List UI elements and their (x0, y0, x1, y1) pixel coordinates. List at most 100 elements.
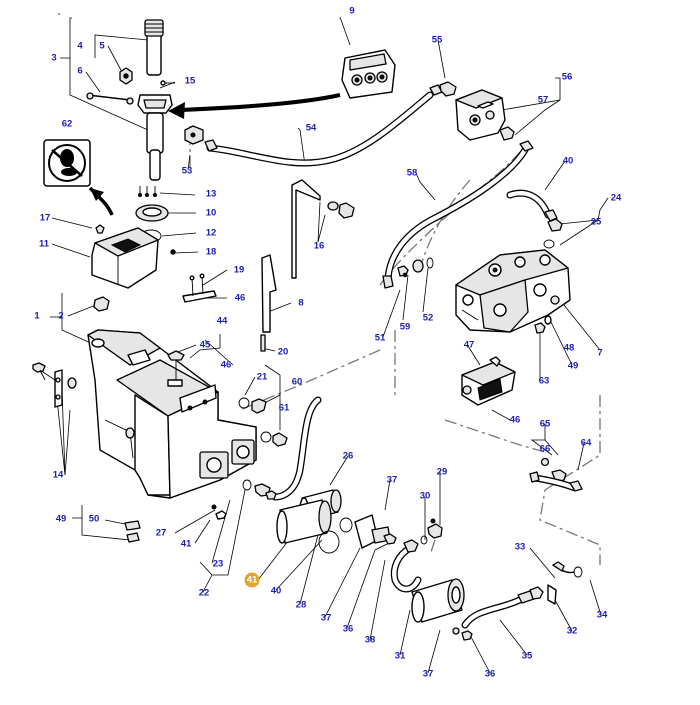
pressure-hose-60 (382, 140, 534, 289)
callout-label[interactable]: 54 (306, 123, 317, 134)
callout-label[interactable]: 30 (420, 491, 431, 502)
callout-label[interactable]: 66 (540, 444, 551, 455)
callout-label[interactable]: 19 (234, 265, 245, 276)
callout-label[interactable]: 23 (213, 559, 224, 570)
callout-label[interactable]: 37 (423, 669, 434, 680)
callout-label[interactable]: 51 (375, 333, 386, 344)
callout-label[interactable]: 37 (387, 475, 398, 486)
suction-hose-upper (271, 396, 322, 501)
solenoid-valve (461, 356, 516, 406)
callout-label[interactable]: 4 (77, 41, 83, 52)
callout-label[interactable]: 40 (563, 156, 574, 167)
filler-neck-parts (135, 186, 176, 255)
callout-label[interactable]: 9 (349, 6, 354, 17)
callout-label[interactable]: 58 (407, 168, 418, 179)
callout-label[interactable]: 27 (156, 528, 167, 539)
callout-label[interactable]: 17 (40, 213, 51, 224)
callout-label[interactable]: 16 (314, 241, 325, 252)
callout-label[interactable]: 21 (257, 372, 268, 383)
callout-label[interactable]: 64 (581, 438, 592, 449)
callout-label[interactable]: 22 (199, 588, 210, 599)
callout-label[interactable]: 5 (99, 41, 105, 52)
small-fittings (93, 273, 217, 312)
return-line-fittings (354, 514, 443, 593)
hydraulic-tank (87, 329, 257, 499)
callout-label[interactable]: 33 (515, 542, 526, 553)
callout-label[interactable]: 46 (235, 293, 246, 304)
callout-label[interactable]: 13 (206, 189, 217, 200)
callout-label[interactable]: 49 (56, 514, 67, 525)
callout-label[interactable]: 11 (39, 239, 50, 250)
callout-label[interactable]: 59 (400, 322, 411, 333)
callout-label[interactable]: 55 (432, 35, 443, 46)
callout-label[interactable]: 41 (181, 539, 192, 550)
callout-label[interactable]: 29 (437, 467, 448, 478)
callout-label[interactable]: 48 (564, 343, 575, 354)
callout-label[interactable]: 60 (292, 377, 303, 388)
callout-label[interactable]: 50 (89, 514, 100, 525)
callout-label[interactable]: 46 (510, 415, 521, 426)
callout-label[interactable]: 36 (343, 624, 354, 635)
return-filter (411, 578, 473, 641)
callout-label[interactable]: 63 (539, 376, 550, 387)
callout-label[interactable]: 62 (62, 119, 73, 130)
routing-lines (189, 125, 601, 565)
callout-label[interactable]: 35 (522, 651, 533, 662)
callout-label[interactable]: 32 (567, 626, 578, 637)
callout-label[interactable]: 7 (597, 348, 602, 359)
callout-label[interactable]: 56 (562, 72, 573, 83)
callout-label[interactable]: 18 (206, 247, 217, 258)
callout-label[interactable]: 34 (597, 610, 608, 621)
highlighted-callout-label[interactable]: 41 (247, 575, 258, 586)
callout-label[interactable]: 31 (395, 651, 406, 662)
callout-label[interactable]: 25 (591, 217, 602, 228)
callout-label[interactable]: 6 (77, 66, 82, 77)
tank-mounting-brackets (32, 362, 77, 408)
callout-label[interactable]: 3 (51, 53, 56, 64)
drain-hose-42 (506, 189, 563, 249)
callout-label[interactable]: 61 (279, 403, 290, 414)
tank-cap-parts (167, 350, 185, 387)
return-hose (461, 561, 583, 629)
callout-label[interactable]: 37 (321, 613, 332, 624)
callout-label[interactable]: 49 (568, 361, 579, 372)
tank-side-fittings (238, 397, 288, 447)
callout-label[interactable]: 1 (34, 311, 40, 322)
callout-label[interactable]: 65 (540, 419, 551, 430)
callout-label[interactable]: 20 (278, 347, 289, 358)
callout-labels: 9 55 3 4 5 6 15 56 57 54 62 53 40 58 13 … (34, 6, 622, 680)
hydraulic-pump (455, 249, 571, 334)
callout-label[interactable]: 28 (296, 600, 307, 611)
pump-fittings (529, 457, 583, 492)
callout-label[interactable]: 15 (185, 76, 196, 87)
pressure-hose-56 (204, 84, 443, 167)
drain-fittings (124, 504, 227, 543)
tank-cover (91, 224, 159, 289)
highlighted-callout-marker (244, 572, 260, 588)
callout-label[interactable]: 45 (200, 340, 211, 351)
reference-arrow (168, 93, 341, 119)
breather-filter-assembly (86, 19, 204, 181)
callout-label[interactable]: 14 (53, 470, 64, 481)
control-valve (439, 81, 515, 141)
valve-bracket (341, 49, 396, 99)
callout-label[interactable]: 8 (298, 298, 303, 309)
callout-label[interactable]: 52 (423, 313, 434, 324)
callout-label[interactable]: 38 (365, 635, 376, 646)
callout-label[interactable]: 44 (217, 316, 228, 327)
callout-label[interactable]: 12 (206, 228, 217, 239)
callout-label[interactable]: 36 (485, 669, 496, 680)
callout-label[interactable]: 53 (182, 166, 193, 177)
callout-label[interactable]: 24 (611, 193, 622, 204)
callout-label[interactable]: 40 (271, 586, 282, 597)
callout-label[interactable]: 47 (464, 340, 475, 351)
suction-line-components (242, 479, 353, 554)
sensor-bracket (291, 179, 355, 279)
callout-label[interactable]: 46 (221, 360, 232, 371)
callout-label[interactable]: 57 (538, 95, 549, 106)
callout-label[interactable]: 26 (343, 451, 354, 462)
callout-label[interactable]: 10 (206, 208, 217, 219)
level-gauge (260, 254, 277, 352)
callout-label[interactable]: 2 (58, 311, 63, 322)
